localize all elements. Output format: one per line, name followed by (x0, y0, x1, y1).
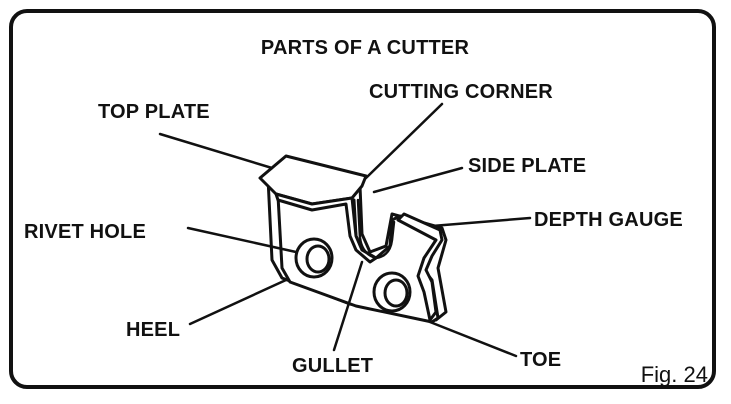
label-side-plate: SIDE PLATE (468, 155, 586, 177)
diagram-title: PARTS OF A CUTTER (261, 37, 470, 59)
leader-depth-gauge (430, 216, 532, 228)
leader-top-plate (158, 132, 274, 170)
label-depth-gauge: DEPTH GAUGE (534, 209, 683, 231)
leader-rivet-hole (186, 226, 298, 254)
label-toe: TOE (520, 349, 561, 371)
label-rivet-hole: RIVET HOLE (24, 221, 146, 243)
top-plate-front (274, 192, 378, 264)
leader-gullet (332, 260, 364, 352)
leader-side-plate (372, 166, 464, 194)
label-cutting-corner: CUTTING CORNER (369, 81, 553, 103)
rivet-hole-rear-inner (305, 244, 331, 274)
leader-toe (428, 320, 518, 358)
label-top-plate: TOP PLATE (98, 101, 210, 123)
cutter-illustration (258, 154, 448, 324)
leader-cutting-corner (364, 102, 444, 180)
figure-label: Fig. 24 (641, 362, 708, 387)
rivet-hole-front-inner (383, 278, 409, 308)
leader-heel (188, 278, 288, 326)
label-gullet: GULLET (292, 355, 373, 377)
gullet-curve (356, 198, 396, 260)
label-heel: HEEL (126, 319, 180, 341)
diagram-frame (9, 9, 716, 389)
depth-gauge (396, 212, 444, 322)
